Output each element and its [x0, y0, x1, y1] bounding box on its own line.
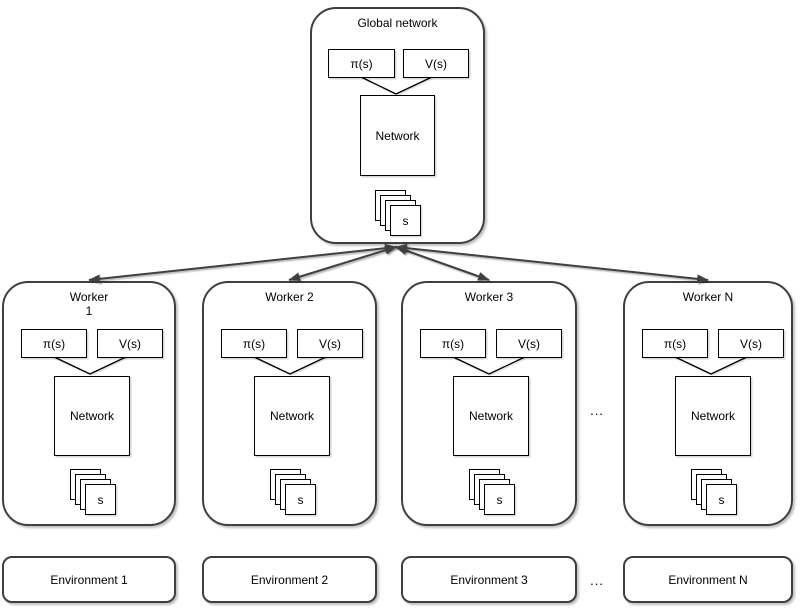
state-stack: s — [375, 190, 422, 237]
state-stack: s — [70, 469, 117, 516]
worker-title: Worker 2 — [265, 290, 314, 304]
state-stack: s — [270, 469, 317, 516]
policy-output-box: π(s) — [642, 329, 708, 358]
node-environment-3: Environment 3 — [401, 556, 577, 603]
worker-title: Worker N — [682, 290, 734, 304]
environments-ellipsis: ... — [590, 573, 604, 588]
node-global-network: Global network π(s) V(s) Network s — [310, 7, 485, 244]
edge-global-worker-3 — [395, 246, 490, 281]
state-card-front: s — [85, 484, 116, 515]
policy-output-box: π(s) — [221, 329, 287, 358]
policy-output-box: π(s) — [420, 329, 486, 358]
node-environment-2: Environment 2 — [202, 556, 377, 603]
value-output-box: V(s) — [718, 329, 784, 358]
state-card-front: s — [706, 484, 737, 515]
node-worker-3: Worker 3 π(s) V(s) Network s — [401, 281, 577, 526]
value-output-box: V(s) — [403, 49, 469, 78]
node-environment-n: Environment N — [623, 556, 793, 603]
network-box: Network — [453, 376, 529, 456]
edge-global-worker-n — [395, 243, 709, 284]
node-environment-1: Environment 1 — [2, 556, 176, 603]
state-card-front: s — [285, 484, 316, 515]
value-output-box: V(s) — [297, 329, 363, 358]
value-output-box: V(s) — [496, 329, 562, 358]
policy-output-box: π(s) — [328, 49, 395, 78]
node-worker-2: Worker 2 π(s) V(s) Network s — [202, 281, 377, 526]
global-network-title: Global network — [357, 16, 438, 30]
network-box: Network — [54, 376, 130, 456]
node-worker-n: Worker N π(s) V(s) Network s — [623, 281, 793, 526]
edge-global-worker-2 — [288, 245, 397, 282]
edge-global-worker-1 — [88, 243, 397, 284]
node-worker-1: Worker 1 π(s) V(s) Network s — [2, 281, 176, 526]
network-box: Network — [360, 95, 435, 176]
value-output-box: V(s) — [97, 329, 163, 358]
state-card-front: s — [484, 484, 515, 515]
state-stack: s — [469, 469, 516, 516]
worker-title: Worker 1 — [69, 290, 109, 318]
network-box: Network — [254, 376, 330, 456]
network-box: Network — [675, 376, 751, 456]
worker-title: Worker 3 — [464, 290, 514, 304]
state-card-front: s — [390, 205, 421, 236]
workers-ellipsis: ... — [590, 403, 604, 418]
policy-output-box: π(s) — [21, 329, 87, 358]
state-stack: s — [691, 469, 738, 516]
